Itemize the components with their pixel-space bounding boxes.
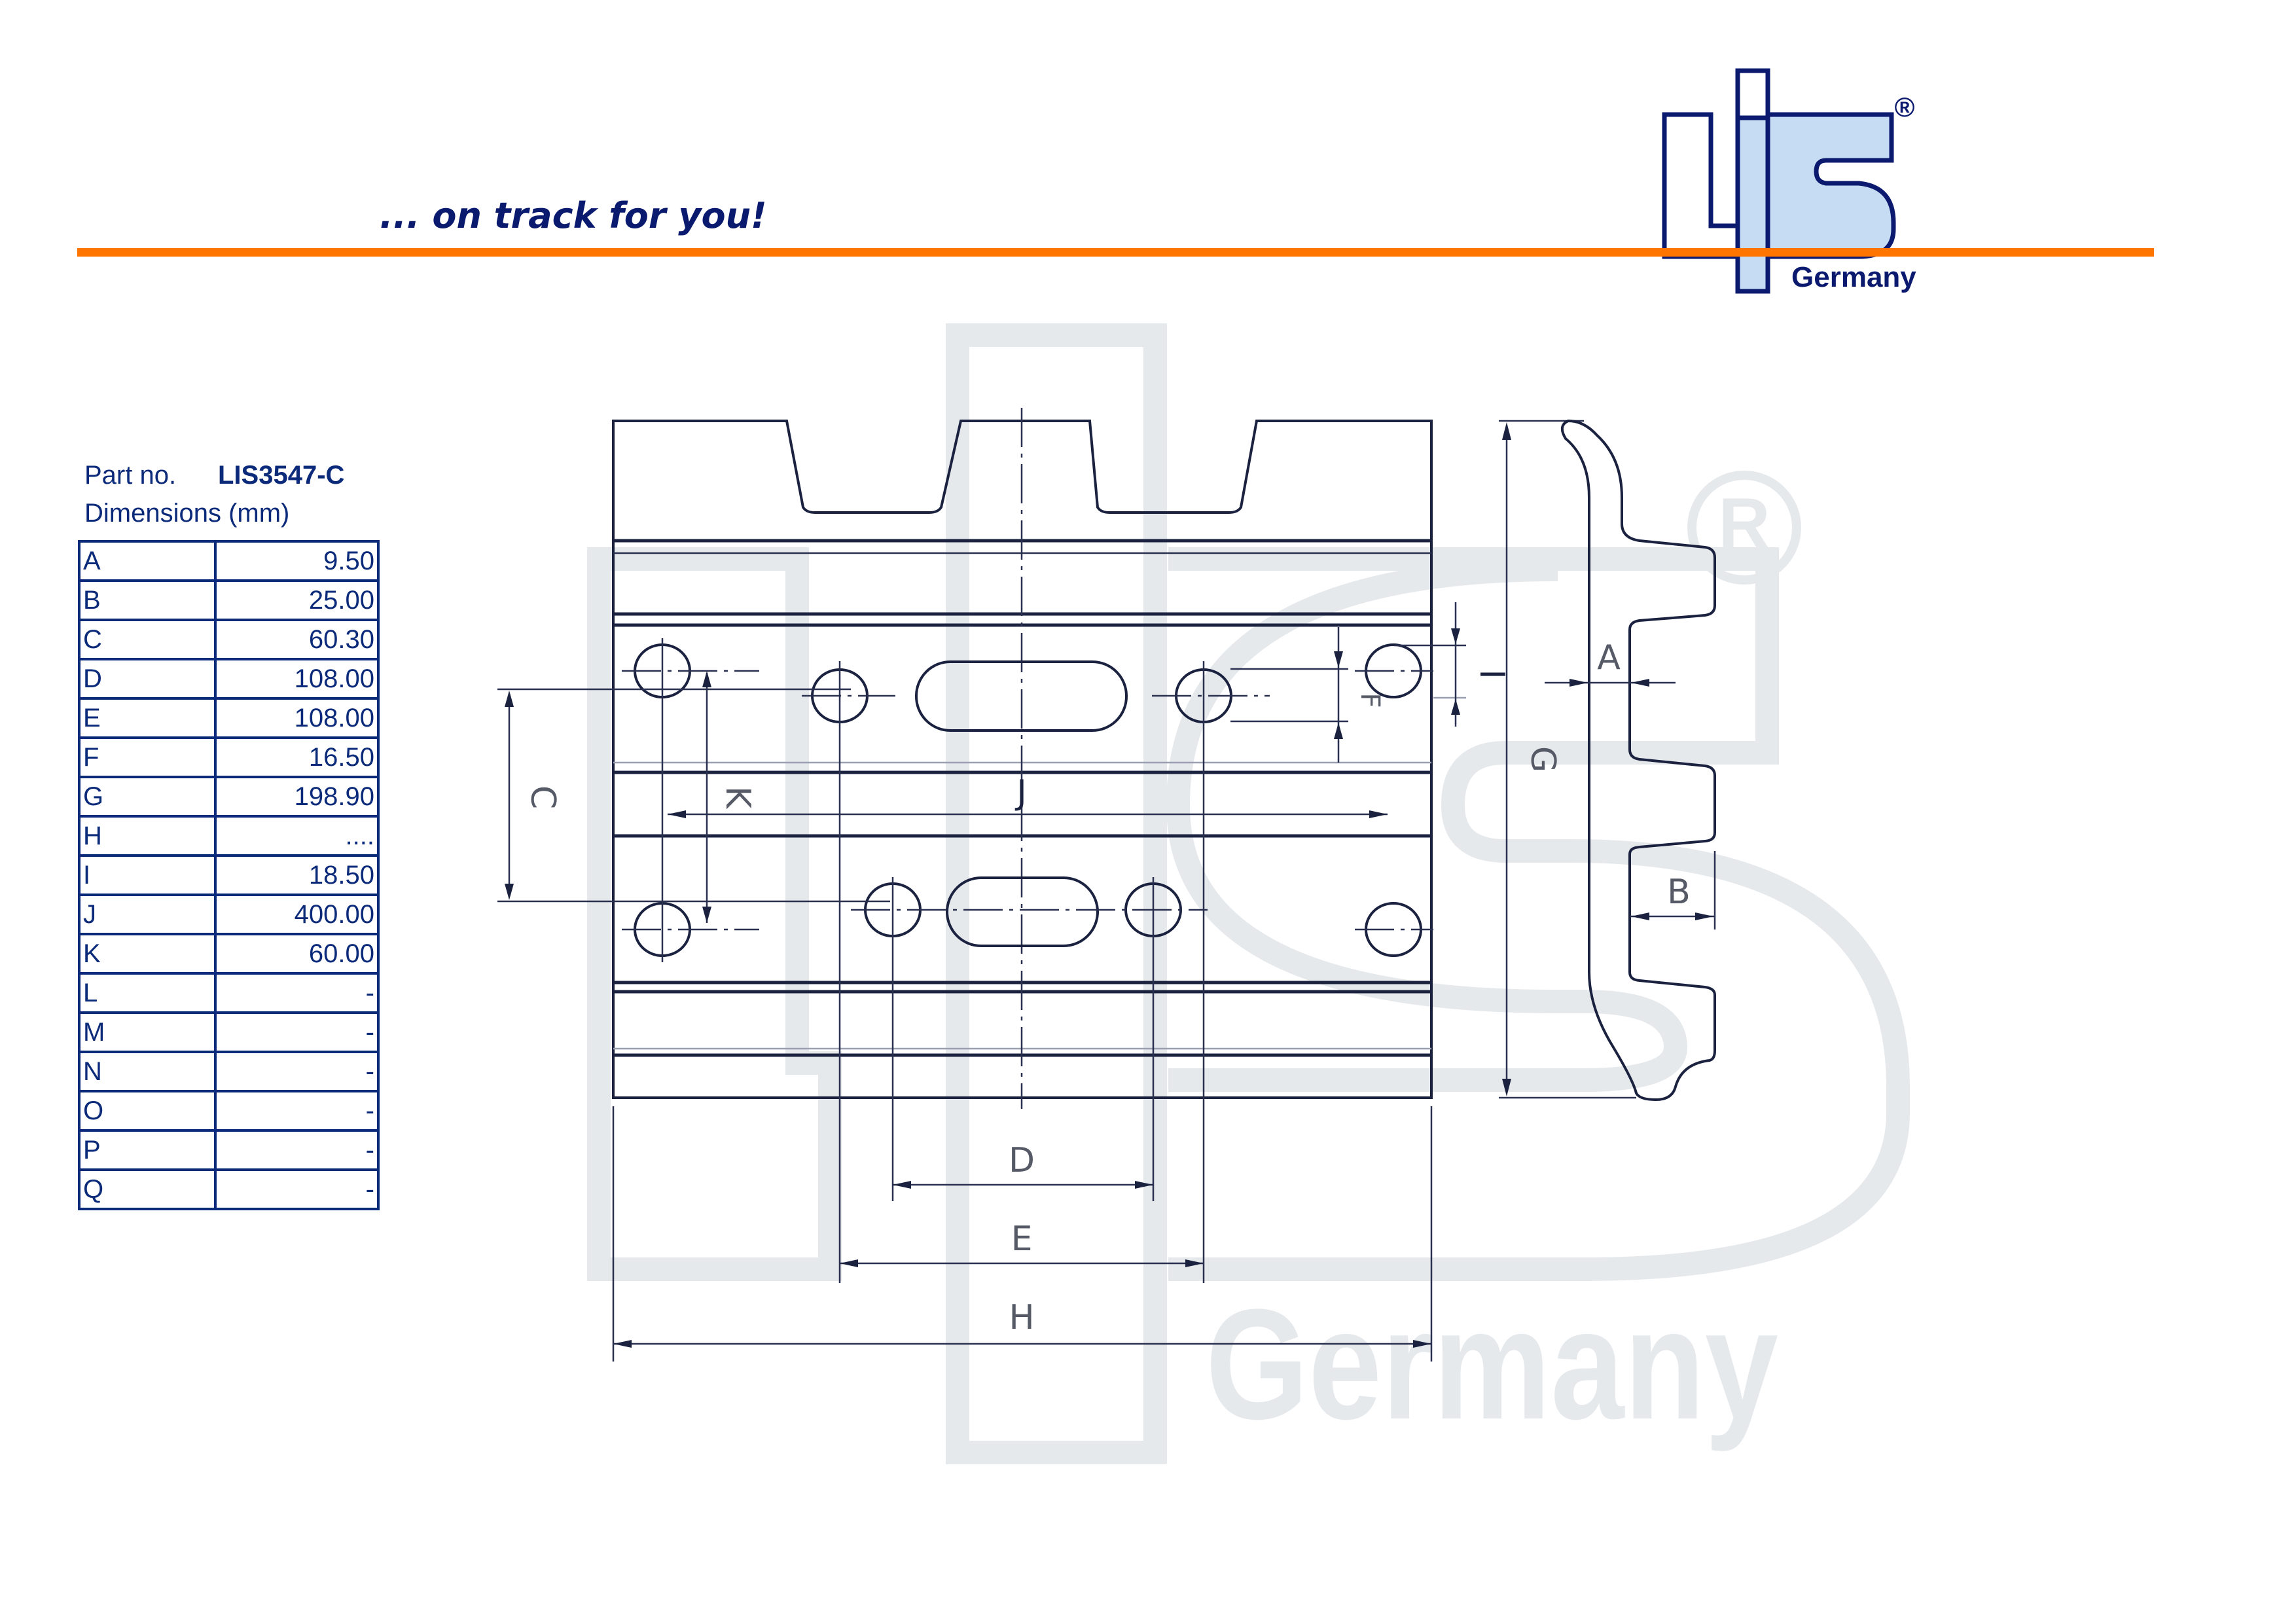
dim-label-f: F <box>1355 693 1385 708</box>
logo-germany: Germany <box>1791 261 1916 293</box>
dim-key: B <box>78 579 217 621</box>
watermark-registered: R <box>1718 484 1770 564</box>
dim-value: 60.00 <box>214 933 380 975</box>
dim-label-k: K <box>718 786 757 810</box>
dim-value: 198.90 <box>214 776 380 818</box>
part-number-label: Part no. <box>84 461 177 490</box>
watermark-logo: R Germany <box>587 323 1910 1464</box>
table-row: L- <box>78 972 380 1014</box>
dim-label-h: H <box>1009 1298 1034 1337</box>
dim-value: 108.00 <box>214 658 380 700</box>
dim-value: 25.00 <box>214 579 380 621</box>
dim-label-j: J <box>1014 773 1026 812</box>
holes-row-2 <box>622 876 1433 957</box>
dim-label-d: D <box>1009 1141 1035 1180</box>
dim-label-i: I <box>1472 669 1511 679</box>
dim-key: I <box>78 854 217 896</box>
table-row: Q- <box>78 1168 380 1210</box>
lis-logo: ® Germany <box>1662 68 1916 294</box>
dim-key: N <box>78 1051 217 1092</box>
dim-label-e: E <box>1011 1219 1033 1259</box>
dim-value: - <box>214 1129 380 1171</box>
dim-value: - <box>214 972 380 1014</box>
dim-key: M <box>78 1011 217 1053</box>
table-row: N- <box>78 1051 380 1092</box>
dim-label-g: G <box>1523 746 1562 772</box>
watermark-germany: Germany <box>1206 1276 1778 1452</box>
dim-label-b: B <box>1667 873 1691 912</box>
dim-key: K <box>78 933 217 975</box>
dim-value: 400.00 <box>214 893 380 935</box>
table-row: P- <box>78 1129 380 1171</box>
dim-key: G <box>78 776 217 818</box>
dim-value: - <box>214 1090 380 1132</box>
dim-key: Q <box>78 1168 217 1210</box>
side-view: G A B <box>1499 419 1716 1102</box>
dim-key: H <box>78 815 217 857</box>
dim-value: 16.50 <box>214 736 380 778</box>
table-row: O- <box>78 1090 380 1132</box>
dim-value: 108.00 <box>214 697 380 739</box>
dim-key: D <box>78 658 217 700</box>
dim-key: J <box>78 893 217 935</box>
dim-key: F <box>78 736 217 778</box>
dim-value: - <box>214 1168 380 1210</box>
part-number-value: LIS3547-C <box>218 461 345 490</box>
dim-key: C <box>78 619 217 660</box>
dim-key: A <box>78 540 217 582</box>
dim-key: P <box>78 1129 217 1171</box>
holes-row-1 <box>622 643 1433 732</box>
dim-value: 18.50 <box>214 854 380 896</box>
dim-key: E <box>78 697 217 739</box>
dim-key: L <box>78 972 217 1014</box>
dimensions-title: Dimensions (mm) <box>84 499 290 528</box>
logo-registered-mark: ® <box>1895 92 1915 122</box>
table-row: M- <box>78 1011 380 1053</box>
dim-value: 9.50 <box>214 540 380 582</box>
header-orange-rule <box>77 248 2154 257</box>
dim-label-a: A <box>1597 638 1621 677</box>
tagline: ... on track for you! <box>380 195 767 236</box>
table-row: H.... <box>78 815 380 857</box>
dim-value: - <box>214 1011 380 1053</box>
dim-key: O <box>78 1090 217 1132</box>
front-view: C K J F I D E <box>497 408 1511 1362</box>
dim-label-c: C <box>523 785 562 809</box>
dim-value: - <box>214 1051 380 1092</box>
dim-value: .... <box>214 815 380 857</box>
dim-value: 60.30 <box>214 619 380 660</box>
